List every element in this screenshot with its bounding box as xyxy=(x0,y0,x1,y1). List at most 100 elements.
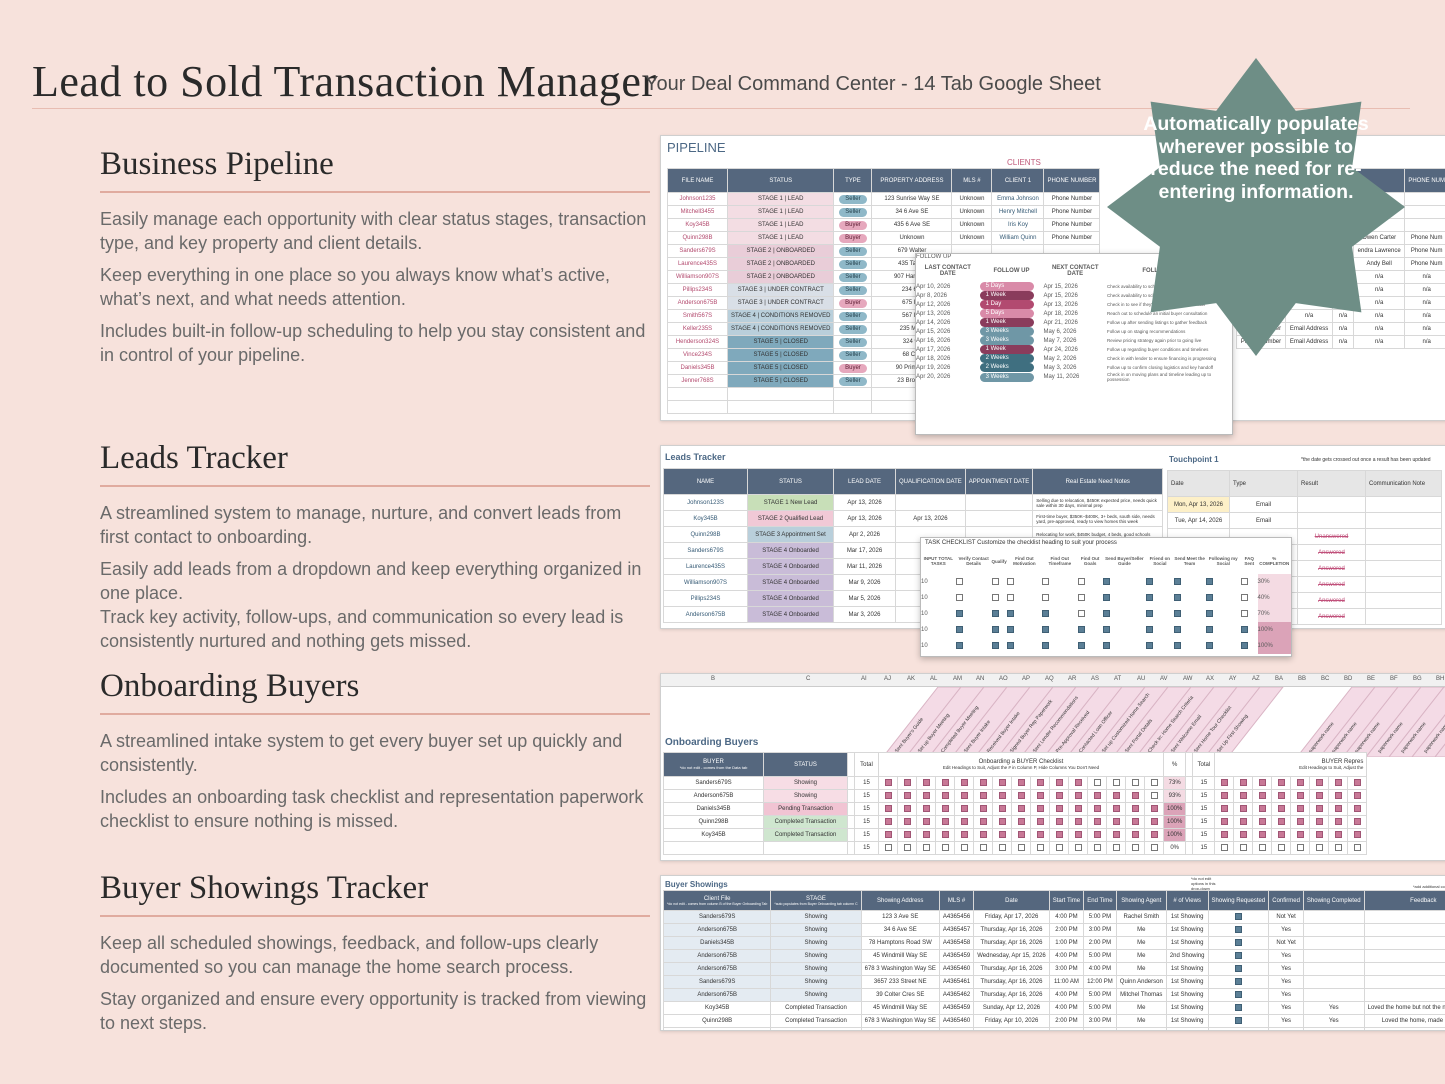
column-header-label: Feedback xyxy=(1410,897,1437,904)
checkbox xyxy=(1112,818,1120,826)
checkbox-cell xyxy=(897,815,917,829)
last-contact-cell: Apr 15, 2026 xyxy=(916,328,951,335)
pct-cell: 100% xyxy=(1162,828,1187,842)
checkbox xyxy=(1239,779,1247,787)
column-letter: AO xyxy=(999,676,1008,682)
section-paragraph: Keep everything in one place so you alwa… xyxy=(100,265,610,309)
phone-cell: Phone Number xyxy=(1043,231,1101,245)
checkbox xyxy=(1234,926,1242,934)
end-time-cell: 5:00 PM xyxy=(1083,949,1117,963)
column-letter: AK xyxy=(907,676,916,682)
total-cell: 15 xyxy=(854,815,879,829)
checkbox xyxy=(1205,610,1213,618)
frequency-cell: 5 Days xyxy=(979,309,1044,318)
touchpoint-result-cell: Answered xyxy=(1297,608,1366,625)
spacer-cell xyxy=(1185,802,1194,816)
spacer-cell xyxy=(1185,789,1194,803)
checkbox-cell xyxy=(1106,789,1126,803)
checkbox-cell xyxy=(1006,590,1042,606)
agent-cell: Me xyxy=(1115,949,1167,963)
column-header: Showing Agent xyxy=(1115,890,1167,911)
status-cell: STAGE 2 | ONBOARDED xyxy=(726,270,835,284)
column-header: CLIENT 1 xyxy=(991,168,1045,193)
touchpoint-note-cell xyxy=(1365,576,1442,593)
phone-cell: Phone Num xyxy=(1404,231,1445,245)
rep-total-cell: 15 xyxy=(1192,802,1216,816)
status-cell: STAGE 5 | CLOSED xyxy=(726,361,835,375)
next-contact-cell: Apr 13, 2026 xyxy=(1043,301,1078,308)
checkbox xyxy=(903,818,911,826)
checkbox xyxy=(1102,610,1110,618)
checkbox xyxy=(1017,779,1025,787)
stage-cell: Showing xyxy=(770,910,862,924)
checkbox-cell xyxy=(1006,574,1042,590)
type-badge: Seller xyxy=(839,246,867,256)
last-contact-cell: Apr 12, 2026 xyxy=(916,301,951,308)
checkbox xyxy=(1112,844,1120,852)
client-file-cell: Koy345B xyxy=(662,1001,772,1015)
checkbox xyxy=(1296,831,1304,839)
type-cell: Buyer xyxy=(833,296,873,310)
column-header: Qualify xyxy=(991,558,1007,564)
address-cell: 78 Hamptons Road SW xyxy=(860,936,940,950)
checkbox xyxy=(1334,831,1342,839)
checkbox xyxy=(1150,779,1158,787)
section-leads-tracker: Leads Tracker A streamlined system to ma… xyxy=(100,440,650,661)
file-name-cell: Johnson1235 xyxy=(667,192,728,206)
checkbox xyxy=(1205,594,1213,602)
next-contact-cell: Apr 21, 2026 xyxy=(1043,319,1078,326)
section-title: Onboarding Buyers xyxy=(100,668,650,715)
checkbox-cell xyxy=(1030,815,1050,829)
start-time-cell: 4:00 PM xyxy=(1048,949,1085,963)
checkbox-cell xyxy=(1144,841,1164,855)
checkbox xyxy=(1042,626,1050,634)
task-heading-band xyxy=(1135,687,1215,757)
checkbox-cell xyxy=(1214,828,1235,842)
task-heading-band xyxy=(1112,687,1192,757)
checkbox-cell xyxy=(1077,574,1103,590)
column-header: BUYER*do not edit - comes from the Data … xyxy=(663,752,764,777)
checkbox xyxy=(1353,779,1361,787)
touchpoint-result-cell: Answered xyxy=(1297,560,1366,577)
checkbox xyxy=(1036,805,1044,813)
task-heading-band xyxy=(1020,687,1100,757)
column-letter: AP xyxy=(1022,676,1031,682)
checkbox xyxy=(955,626,963,634)
type-badge: Seller xyxy=(839,207,867,217)
column-header: Feedback xyxy=(1363,890,1445,911)
client-file-cell: Anderson675B xyxy=(662,923,772,937)
task-heading-band xyxy=(1089,687,1169,757)
type-badge: Buyer xyxy=(839,298,867,308)
checkbox-cell xyxy=(973,841,993,855)
checkbox xyxy=(1296,818,1304,826)
checkbox xyxy=(1296,805,1304,813)
total-tasks-cell: 10 xyxy=(921,643,928,649)
phone-cell: n/a xyxy=(1404,322,1445,336)
column-letter: AU xyxy=(1137,676,1146,682)
checkbox-cell xyxy=(1144,776,1164,790)
checkbox-cell xyxy=(1030,841,1050,855)
completed-cell: Yes xyxy=(1302,1001,1365,1015)
checkbox-cell xyxy=(1068,802,1088,816)
file-name-cell: Sanders679S xyxy=(667,244,728,258)
status-cell: STAGE 1 | LEAD xyxy=(726,218,835,232)
type-badge: Seller xyxy=(839,324,867,334)
phone-cell: Phone Num xyxy=(1404,257,1445,271)
checkbox xyxy=(1077,610,1085,618)
type-cell: Seller xyxy=(833,270,873,284)
status-cell: STAGE 4 | CONDITIONS REMOVED xyxy=(726,309,835,323)
checkbox-cell xyxy=(916,776,936,790)
lead-name-cell: Quinn298B xyxy=(663,526,748,543)
showings-top-note: *do not edit options in this drop-down xyxy=(1191,876,1216,891)
checkbox xyxy=(941,818,949,826)
checkbox-cell xyxy=(1173,622,1206,638)
checkbox-cell xyxy=(954,841,974,855)
frequency-pill: 2 Weeks xyxy=(979,363,1034,372)
completion-cell: 100% xyxy=(1257,622,1291,638)
